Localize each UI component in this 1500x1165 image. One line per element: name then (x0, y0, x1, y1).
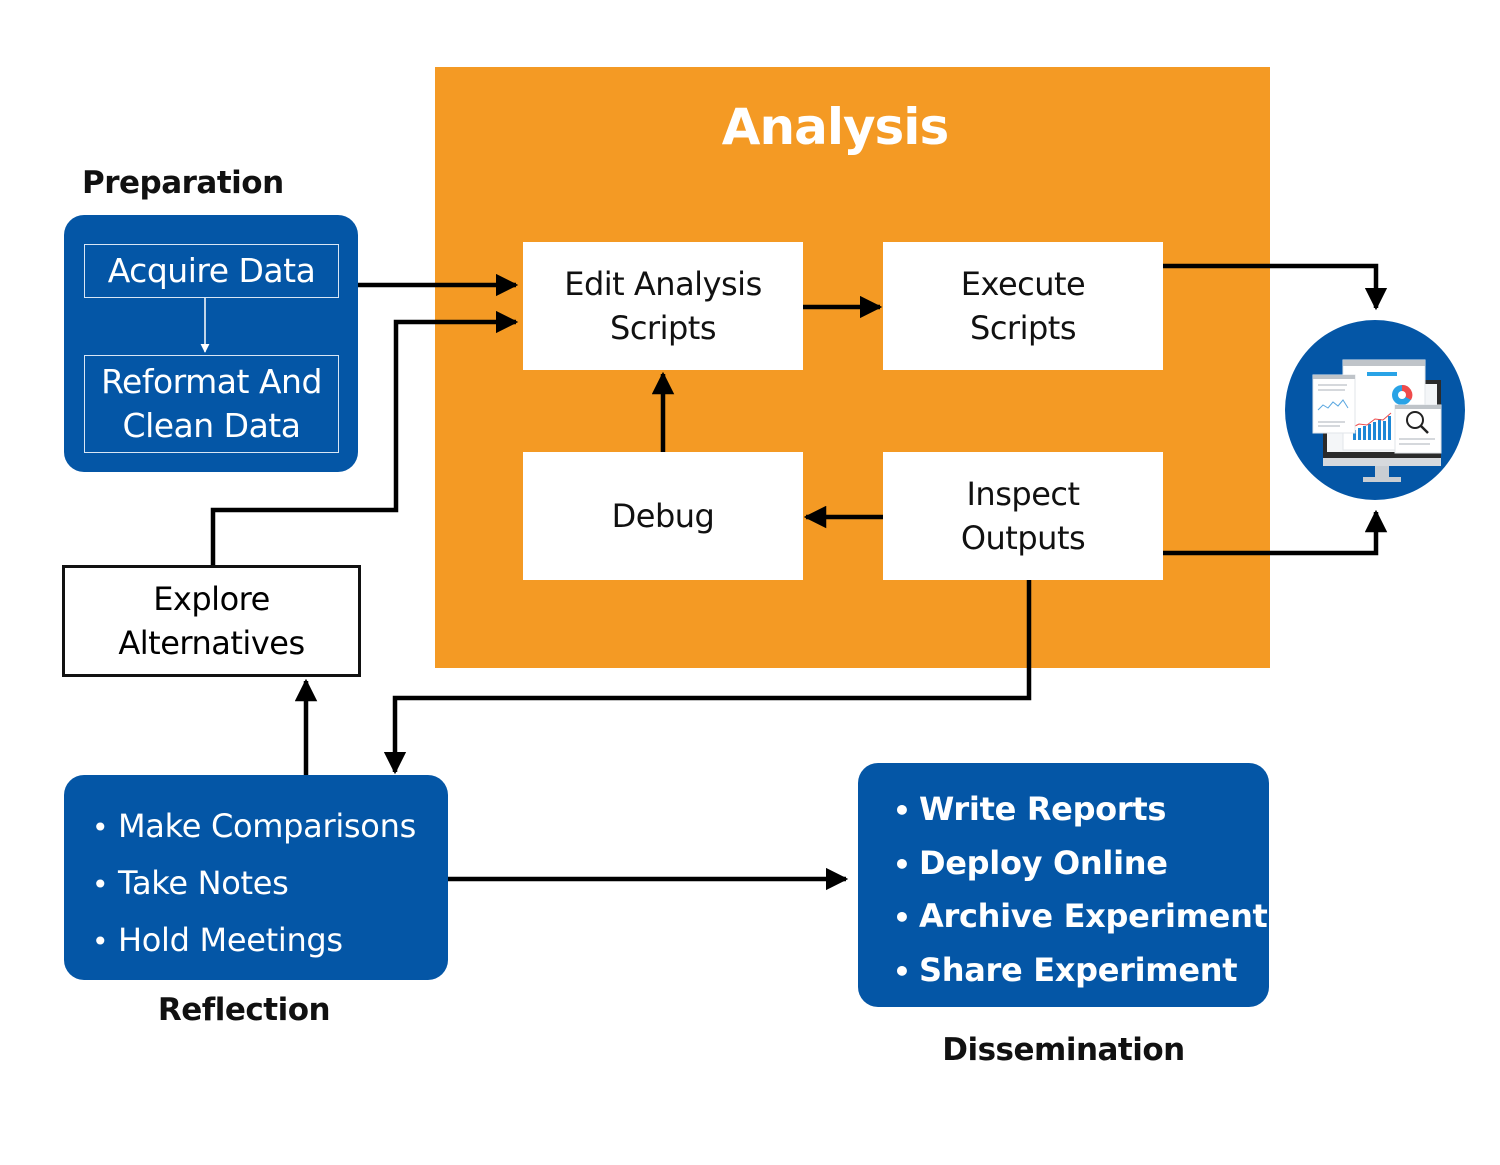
magnifier-icon (1406, 411, 1424, 429)
analysis-title: Analysis (721, 98, 949, 156)
right-doc-lines (1399, 438, 1435, 445)
reformat-clean-data-label: Reformat And Clean Data (101, 362, 322, 445)
right-doc-header (1395, 405, 1441, 409)
debug-box: Debug (523, 452, 803, 580)
trend-line (1350, 412, 1392, 429)
execute-scripts-box: Execute Scripts (883, 242, 1163, 370)
explore-alternatives-label: Explore Alternatives (118, 580, 305, 662)
dissemination-label: Dissemination (942, 1032, 1185, 1068)
left-doc-lines (1318, 384, 1347, 427)
magnifier-handle (1420, 425, 1429, 434)
inspect-outputs-box: Inspect Outputs (883, 452, 1163, 580)
donut-hole (1398, 391, 1406, 399)
preparation-label: Preparation (82, 165, 284, 201)
monitor-stand (1363, 477, 1401, 482)
dissemination-list: Write Reports Deploy Online Archive Expe… (893, 786, 1268, 1000)
analytics-dashboard-monitor-icon (1285, 320, 1465, 500)
reflection-label: Reflection (157, 992, 331, 1028)
reflection-item: Make Comparisons (92, 800, 416, 857)
acquire-data-label: Acquire Data (107, 251, 316, 290)
acquire-data-box: Acquire Data (84, 244, 339, 298)
left-document (1312, 374, 1356, 434)
monitor-bezel (1323, 458, 1441, 466)
debug-label: Debug (611, 497, 715, 535)
left-doc-header (1313, 375, 1355, 379)
doc-blue-bar (1367, 372, 1397, 376)
bar-chart (1353, 416, 1391, 440)
reflection-item: Hold Meetings (92, 914, 416, 971)
dissemination-item: Share Experiment (893, 947, 1268, 1001)
explore-alternatives-box: Explore Alternatives (62, 565, 361, 677)
edit-analysis-scripts-box: Edit Analysis Scripts (523, 242, 803, 370)
monitor-neck (1375, 466, 1389, 478)
reformat-clean-data-box: Reformat And Clean Data (84, 355, 339, 453)
reflection-item: Take Notes (92, 857, 416, 914)
execute-scripts-label: Execute Scripts (960, 265, 1086, 347)
dissemination-item: Archive Experiment (893, 893, 1268, 947)
reflection-list: Make Comparisons Take Notes Hold Meeting… (92, 800, 416, 971)
inspect-outputs-label: Inspect Outputs (960, 475, 1086, 557)
edit-analysis-scripts-label: Edit Analysis Scripts (564, 265, 762, 347)
doc-header-bar (1343, 360, 1425, 366)
dissemination-item: Write Reports (893, 786, 1268, 840)
left-doc-line-chart (1317, 399, 1349, 411)
dissemination-item: Deploy Online (893, 840, 1268, 894)
